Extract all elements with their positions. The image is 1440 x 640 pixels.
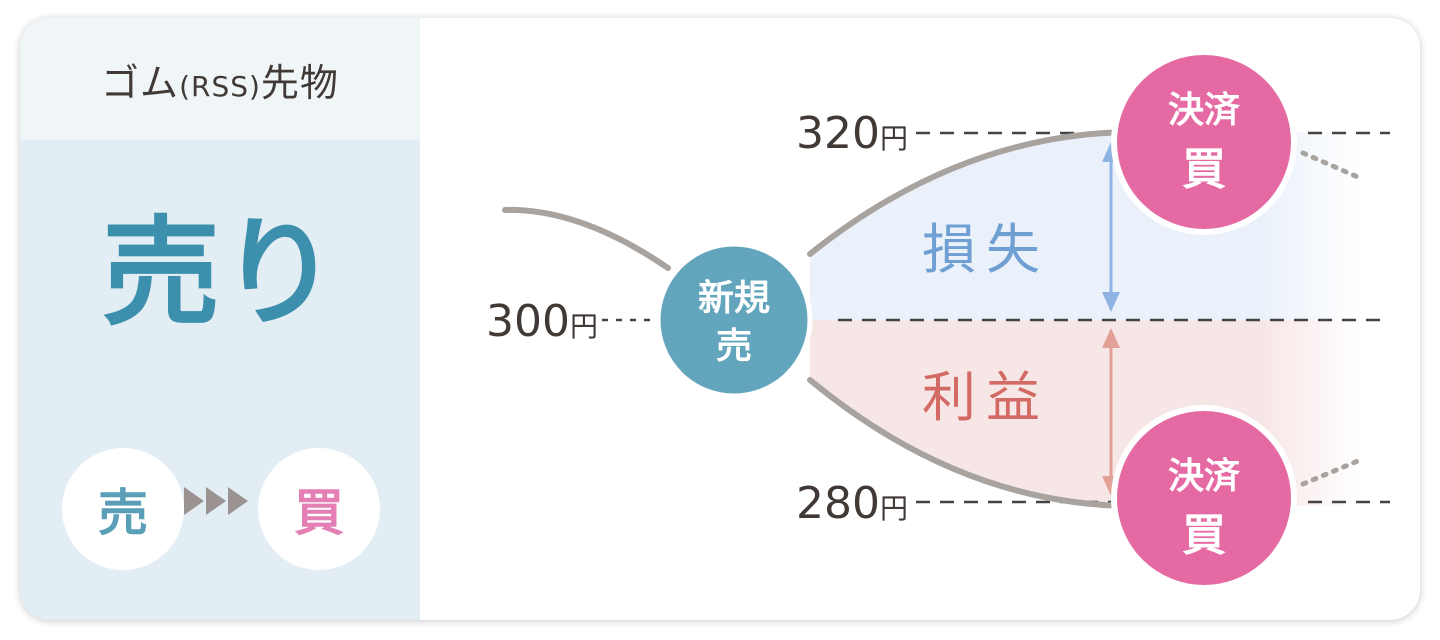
exit-node-loss: 決済 買 [1111, 49, 1297, 235]
entry-node: 新規 売 [655, 241, 813, 399]
close-buy-badge: 買 [258, 448, 380, 570]
profit-label: 利益 [922, 366, 1050, 429]
position-panel: ゴム(RSS)先物 売り 売 買 [20, 18, 420, 620]
rise-continuation-dots [1300, 150, 1363, 181]
exit-node-profit-line2: 買 [1182, 510, 1226, 561]
price-label-high: 320円 [796, 108, 908, 159]
entry-node-line2: 売 [716, 326, 752, 367]
product-name: ゴム(RSS)先物 [101, 52, 339, 107]
price-diagram: 損失 利益 320円 300円 280円 新規 売 決済 買 決済 買 [486, 49, 1390, 591]
price-fall-curve [807, 377, 1133, 509]
price-history-curve [502, 206, 671, 271]
product-code: (RSS) [179, 69, 261, 103]
product-name-suffix: 先物 [260, 60, 339, 105]
product-header: ゴム(RSS)先物 [20, 18, 420, 140]
triple-chevron-icon [184, 487, 248, 515]
position-direction: 売り [101, 204, 338, 342]
open-sell-badge: 売 [62, 448, 184, 570]
entry-node-line1: 新規 [698, 278, 770, 319]
exit-node-loss-line2: 買 [1182, 144, 1226, 195]
price-label-mid: 300円 [486, 296, 598, 347]
product-name-prefix: ゴム [101, 60, 180, 105]
loss-label: 損失 [922, 218, 1050, 281]
exit-node-profit: 決済 買 [1111, 405, 1297, 591]
exit-node-loss-line1: 決済 [1168, 90, 1240, 131]
fall-continuation-dots [1300, 457, 1363, 487]
price-rise-curve [807, 129, 1133, 257]
summary-card: ゴム(RSS)先物 売り 売 買 [20, 18, 1420, 620]
exit-node-profit-line1: 決済 [1168, 456, 1240, 497]
price-label-low: 280円 [796, 478, 908, 529]
